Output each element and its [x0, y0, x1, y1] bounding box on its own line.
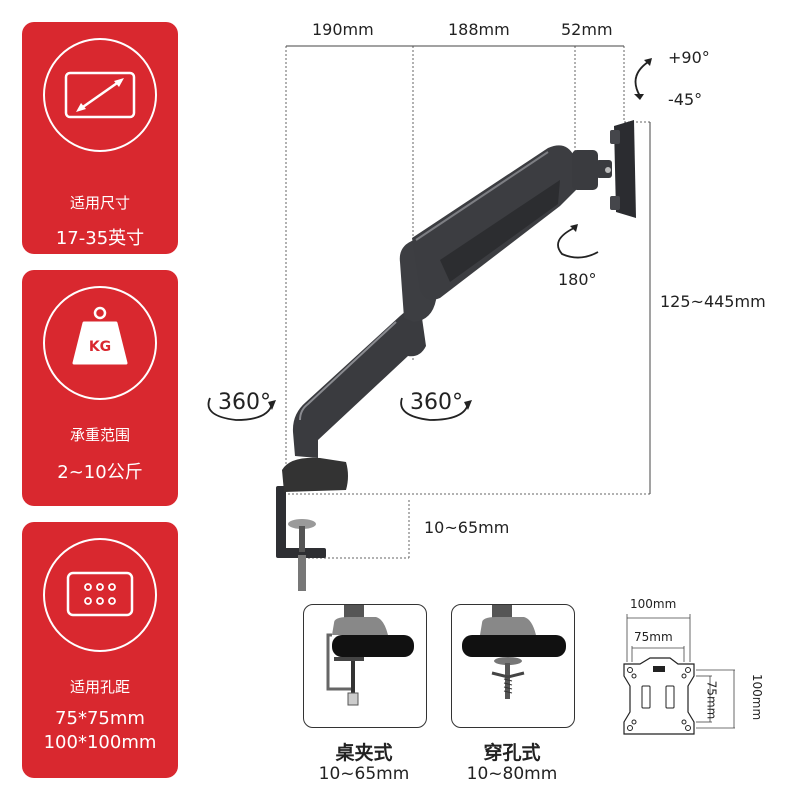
- dim-height-range: 125~445mm: [660, 292, 766, 311]
- clamp-mount-range: 10~65mm: [318, 764, 410, 784]
- vesa-inner-width: 75mm: [634, 630, 673, 644]
- tilt-head: [572, 150, 612, 190]
- clamp-mount-box: [303, 604, 427, 728]
- mid-rotation-label: 360°: [410, 390, 463, 415]
- load-capacity-value: 2~10公斤: [57, 462, 143, 483]
- weight-icon: KG: [72, 306, 128, 365]
- vesa-outer-width: 100mm: [630, 597, 677, 611]
- dim-top-b: 188mm: [448, 20, 510, 39]
- dim-top-a: 190mm: [312, 20, 374, 39]
- vesa-label: 适用孔距: [69, 678, 130, 696]
- grommet-mount-title: 穿孔式: [483, 742, 541, 764]
- swivel-label: 180°: [558, 270, 597, 289]
- vesa-mount-plate: [610, 120, 636, 218]
- tilt-up-label: +90°: [668, 48, 710, 67]
- grommet-mount-box: [451, 604, 575, 728]
- svg-text:KG: KG: [89, 339, 111, 355]
- grommet-mount-range: 10~80mm: [466, 764, 558, 784]
- load-capacity-card: KG 承重范围 2~10公斤: [22, 270, 178, 506]
- grommet-mount-illustration: [462, 605, 566, 699]
- screen-size-card: 适用尺寸 17-35英寸: [22, 22, 178, 254]
- desk-clamp: [276, 457, 348, 591]
- vesa-holes-icon: [66, 571, 134, 617]
- screen-size-icon: [64, 71, 136, 119]
- tilt-down-label: -45°: [668, 90, 703, 109]
- upper-arm: [412, 145, 578, 300]
- vesa-plate-shape: [623, 657, 695, 735]
- dim-top-c: 52mm: [561, 20, 613, 39]
- vesa-card: 适用孔距 75*75mm 100*100mm: [22, 522, 178, 778]
- vesa-inner-height: 75mm: [704, 680, 719, 720]
- clamp-mount-illustration: [326, 605, 414, 706]
- clamp-mount-title: 桌夹式: [335, 742, 393, 764]
- screen-size-value: 17-35英寸: [55, 228, 145, 249]
- lower-arm: [292, 310, 426, 458]
- load-capacity-label: 承重范围: [69, 426, 130, 444]
- vesa-outer-height: 100mm: [750, 673, 765, 721]
- vesa-value-75: 75*75mm: [55, 708, 145, 729]
- vesa-plate-drawing: [623, 614, 735, 735]
- screen-size-label: 适用尺寸: [69, 194, 130, 212]
- dim-clamp-range: 10~65mm: [424, 518, 510, 537]
- base-rotation-label: 360°: [218, 390, 271, 415]
- vesa-value-100: 100*100mm: [43, 732, 157, 753]
